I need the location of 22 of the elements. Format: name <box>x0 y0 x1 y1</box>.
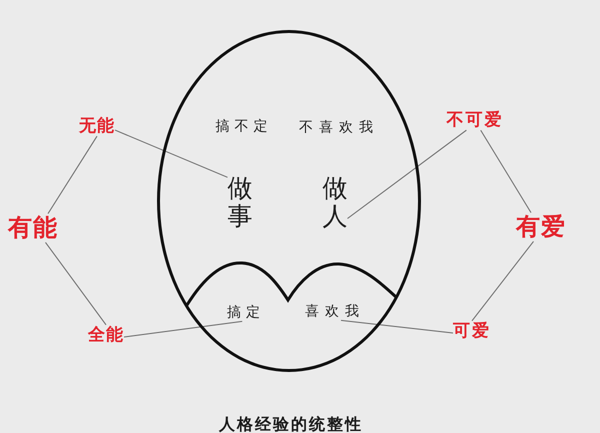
domain-label: 做人 <box>322 174 348 230</box>
hub-label: 有爱 <box>516 212 566 242</box>
leader-line <box>124 320 243 338</box>
connector-line <box>45 242 106 326</box>
leader-line <box>114 130 228 178</box>
trait-label: 可爱 <box>453 320 491 342</box>
connector-line <box>48 136 98 214</box>
connector-line <box>472 240 534 322</box>
inner-label: 喜欢我 <box>305 304 365 320</box>
connector-line <box>480 130 532 214</box>
hub-label: 有能 <box>8 214 58 242</box>
domain-label: 做事 <box>228 174 252 230</box>
inner-label: 搞定 <box>227 304 265 322</box>
trait-label: 不可爱 <box>446 110 504 130</box>
trait-label: 无能 <box>79 116 115 136</box>
inner-label: 搞不定 <box>216 118 272 136</box>
leader-line <box>347 130 467 219</box>
inner-label: 不喜欢我 <box>299 120 379 136</box>
trait-label: 全能 <box>88 324 124 346</box>
caption: 人格经验的统整性 <box>219 414 363 433</box>
oval-outline <box>157 30 421 372</box>
leader-line <box>340 320 454 334</box>
